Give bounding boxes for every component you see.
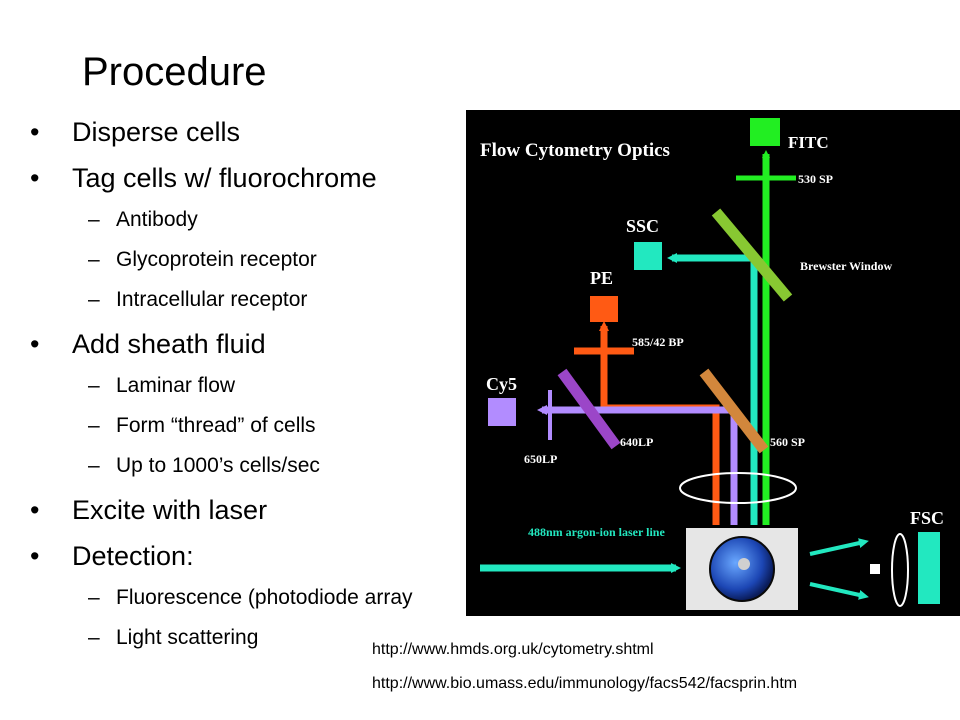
ssc-label: SSC — [626, 216, 659, 236]
f560-label: 560 SP — [770, 435, 805, 449]
sub-bullet-item: –Form “thread” of cells — [30, 414, 450, 438]
sub-bullet-item: –Fluorescence (photodiode array — [30, 586, 450, 610]
bullet-dot: • — [30, 541, 40, 571]
bullet-text: Excite with laser — [72, 495, 268, 525]
ssc-detector — [634, 242, 662, 270]
fsc-beam-upper — [809, 538, 869, 556]
bullet-item: • Tag cells w/ fluorochrome — [30, 162, 450, 194]
cy5-beam — [537, 405, 738, 525]
source-link[interactable]: http://www.hmds.org.uk/cytometry.shtml — [372, 641, 654, 658]
sub-bullet-text: Glycoprotein receptor — [116, 248, 317, 271]
fsc-lens — [891, 533, 909, 607]
cy5-label: Cy5 — [486, 374, 517, 394]
pe-detector — [590, 296, 618, 322]
diagram-title: Flow Cytometry Optics — [480, 140, 670, 161]
flow-cytometry-diagram: Flow Cytometry Optics FITC 530 SP SSC Br… — [466, 110, 960, 616]
sub-bullet-item: –Light scattering — [30, 626, 450, 650]
bullet-text: Detection: — [72, 541, 194, 571]
sub-bullet-dash: – — [88, 208, 100, 231]
fsc-detector — [918, 532, 940, 604]
fitc-label: FITC — [788, 133, 829, 152]
sub-bullet-text: Form “thread” of cells — [116, 414, 316, 437]
pe-label: PE — [590, 268, 613, 288]
sub-bullet-dash: – — [88, 414, 100, 437]
dichroic-560sp — [699, 368, 769, 454]
bullet-dot: • — [30, 163, 40, 193]
sub-bullet-item: –Up to 1000’s cells/sec — [30, 454, 450, 478]
fsc-beam-lower — [809, 582, 869, 600]
slide-title: Procedure — [82, 50, 267, 94]
f640-label: 640LP — [620, 435, 653, 449]
sub-bullet-text: Antibody — [116, 208, 198, 231]
bullet-dot: • — [30, 329, 40, 359]
fsc-label: FSC — [910, 508, 944, 528]
sub-bullet-dash: – — [88, 248, 100, 271]
sub-bullet-item: –Laminar flow — [30, 374, 450, 398]
sub-bullet-item: –Intracellular receptor — [30, 288, 450, 312]
bullet-list: • Disperse cells • Tag cells w/ fluorochro… — [30, 116, 450, 666]
sub-bullet-item: –Antibody — [30, 208, 450, 232]
sub-bullet-text: Intracellular receptor — [116, 288, 308, 311]
sub-bullet-text: Light scattering — [116, 626, 259, 649]
cell-core — [738, 558, 750, 570]
bullet-item: • Add sheath fluid — [30, 328, 450, 360]
brewster-label: Brewster Window — [800, 259, 892, 273]
sub-bullet-dash: – — [88, 454, 100, 477]
bullet-item: • Detection: — [30, 540, 450, 572]
sub-bullet-text: Fluorescence (photodiode array — [116, 586, 413, 609]
bullet-text: Disperse cells — [72, 117, 241, 147]
f650-label: 650LP — [524, 452, 557, 466]
bullet-item: • Excite with laser — [30, 494, 450, 526]
sub-bullet-text: Up to 1000’s cells/sec — [116, 454, 320, 477]
brewster-window — [711, 208, 793, 302]
sub-bullet-dash: – — [88, 626, 100, 649]
collection-lens — [679, 472, 797, 504]
source-link[interactable]: http://www.bio.umass.edu/immunology/facs… — [372, 675, 798, 692]
cy5-detector — [488, 398, 516, 426]
f585-label: 585/42 BP — [632, 335, 684, 349]
bullet-dot: • — [30, 495, 40, 525]
sub-bullet-dash: – — [88, 288, 100, 311]
sub-bullet-text: Laminar flow — [116, 374, 236, 397]
bullet-text: Tag cells w/ fluorochrome — [72, 163, 377, 193]
pe-beam — [599, 321, 720, 525]
dichroic-640lp — [557, 368, 621, 450]
beam-blocker — [870, 564, 880, 574]
bullet-text: Add sheath fluid — [72, 329, 266, 359]
bullet-dot: • — [30, 117, 40, 147]
fitc-detector — [750, 118, 780, 146]
f530-label: 530 SP — [798, 172, 833, 186]
optics-svg: Flow Cytometry Optics FITC 530 SP SSC Br… — [480, 118, 944, 610]
bullet-item: • Disperse cells — [30, 116, 450, 148]
sub-bullet-item: –Glycoprotein receptor — [30, 248, 450, 272]
sub-bullet-dash: – — [88, 586, 100, 609]
sub-bullet-dash: – — [88, 374, 100, 397]
laser-label: 488nm argon-ion laser line — [528, 525, 665, 539]
